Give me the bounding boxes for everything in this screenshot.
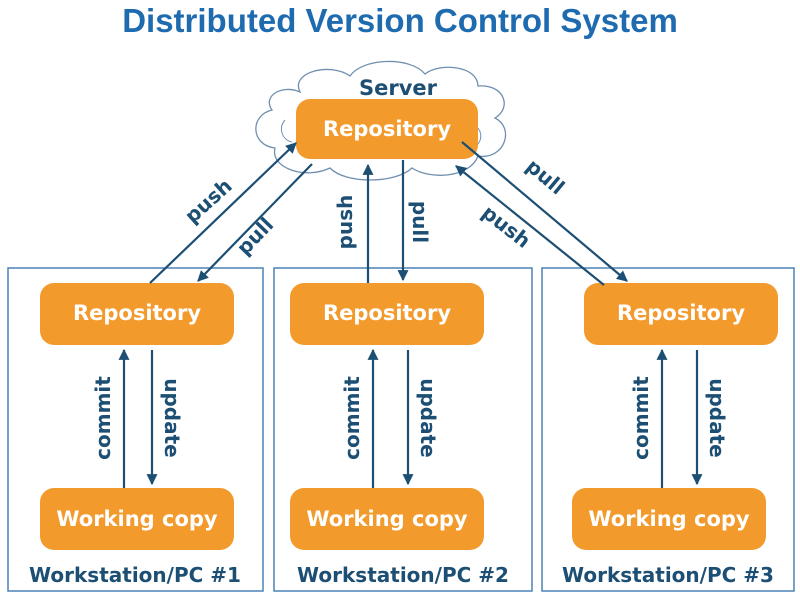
- workstation-1-repository-label: Repository: [73, 301, 201, 325]
- ws3-pull-arrow: [461, 141, 628, 282]
- workstation-1-working-copy-box: [40, 488, 234, 550]
- diagram-title: Distributed Version Control System: [122, 2, 678, 39]
- ws1-pull-arrow: [197, 163, 313, 282]
- ws1-update-label: update: [160, 378, 184, 458]
- ws3-push-arrow: [455, 165, 605, 286]
- ws2-commit-label: commit: [340, 376, 364, 460]
- ws2-push-label: push: [333, 195, 357, 250]
- server-repository-label: Repository: [323, 117, 451, 141]
- workstation-1-repository-box: [40, 283, 234, 345]
- ws1-commit-label: commit: [91, 376, 115, 460]
- workstation-3-working-copy-label: Working copy: [588, 507, 750, 531]
- ws3-pull-label: pull: [522, 154, 570, 200]
- ws3-push-label: push: [477, 200, 535, 253]
- ws2-update-label: update: [416, 378, 440, 458]
- ws3-update-label: update: [705, 378, 729, 458]
- workstation-2-label: Workstation/PC #2: [297, 563, 509, 587]
- server-repository-box: [296, 99, 478, 159]
- workstation-1-label: Workstation/PC #1: [29, 563, 241, 587]
- workstation-3-label: Workstation/PC #3: [562, 563, 774, 587]
- workstation-2-repository-box: [290, 283, 484, 345]
- ws1-pull-label: pull: [232, 213, 279, 260]
- ws1-push-label: push: [180, 174, 237, 228]
- workstation-3-repository-box: [584, 283, 778, 345]
- workstation-2-working-copy-box: [290, 488, 484, 550]
- workstation-3-repository-label: Repository: [617, 301, 745, 325]
- ws2-pull-label: pull: [408, 201, 432, 243]
- workstation-2-working-copy-label: Working copy: [306, 507, 468, 531]
- ws3-commit-label: commit: [629, 376, 653, 460]
- server-label: Server: [359, 76, 438, 100]
- workstation-3-working-copy-box: [572, 488, 766, 550]
- workstation-2-repository-label: Repository: [323, 301, 451, 325]
- workstation-3-frame: [541, 267, 795, 592]
- workstation-1-frame: [7, 267, 264, 592]
- workstation-1-working-copy-label: Working copy: [56, 507, 218, 531]
- ws1-push-arrow: [149, 142, 297, 284]
